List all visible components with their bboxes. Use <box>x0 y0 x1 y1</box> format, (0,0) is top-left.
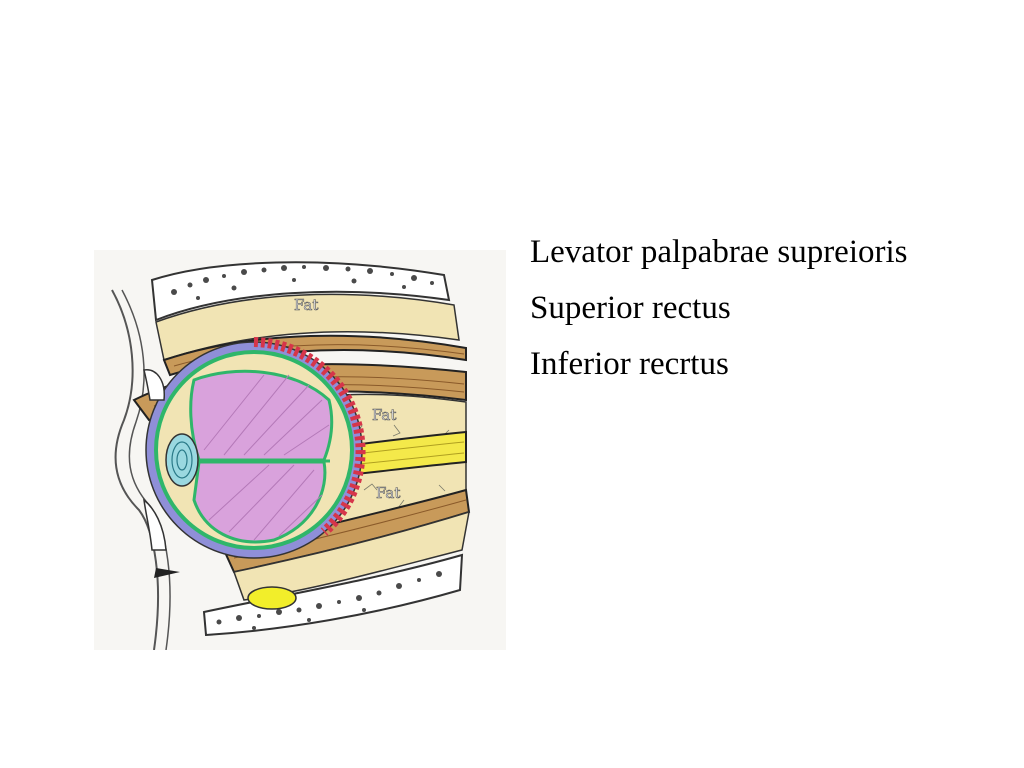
upper-tarsal-plate <box>143 369 165 401</box>
vitreous-upper <box>189 369 334 462</box>
vitreous-lower <box>192 460 327 544</box>
choroid-layer <box>253 337 366 536</box>
eyelid-outline <box>111 289 159 650</box>
label-levator-palpebrae: Levator palpabrae supreioris <box>530 234 908 270</box>
eyelid-inner-outline <box>121 289 171 650</box>
label-superior-rectus: Superior rectus <box>530 290 731 326</box>
vitreous-hatching <box>203 374 330 541</box>
lens-ring-1 <box>171 441 193 479</box>
lower-orbital-fat <box>233 510 470 601</box>
fat-label-lower: Fat <box>376 484 400 502</box>
bone-speckles-top <box>171 265 434 300</box>
cornea-lens <box>165 433 199 487</box>
upper-orbital-fat <box>155 293 460 361</box>
label-list: Levator palpabrae supreioris Superior re… <box>530 230 1000 398</box>
eye-orbit-illustration: Fat Fat Fat <box>94 250 506 650</box>
label-inferior-rectus: Inferior recrtus <box>530 346 729 382</box>
pointer-arrow <box>154 568 180 578</box>
lens-ring-2 <box>176 449 188 471</box>
eye-orbit-diagram: Fat Fat Fat <box>94 250 506 650</box>
fat-label-middle: Fat <box>372 406 396 424</box>
yellow-gland <box>247 586 297 610</box>
fat-label-top: Fat <box>294 296 318 314</box>
bone-speckles-bottom <box>216 571 442 630</box>
lower-tarsal-plate <box>143 498 167 551</box>
orbital-roof-bone <box>150 261 451 322</box>
